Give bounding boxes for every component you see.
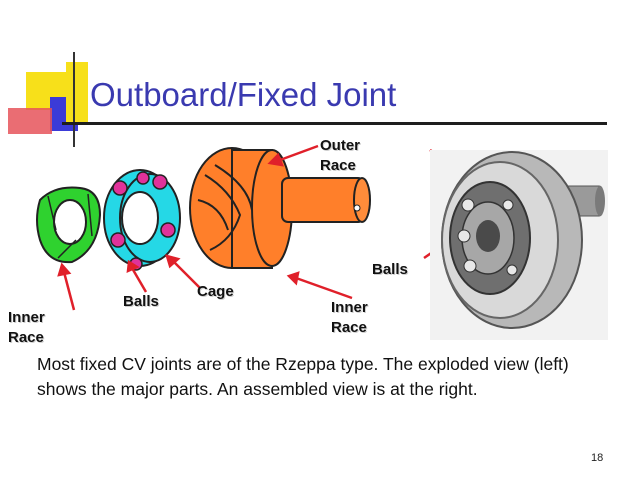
title-underline: [62, 122, 607, 125]
body-text: Most fixed CV joints are of the Rzeppa t…: [37, 354, 569, 399]
label-balls-right: Balls: [372, 261, 408, 278]
label-inner-race-left-line2: Race: [8, 329, 44, 346]
label-inner-race-mid: Inner Race: [331, 298, 368, 338]
label-outer-race-line1: Outer: [320, 137, 361, 154]
label-inner-race-mid-line1: Inner: [331, 299, 368, 316]
page-number: 18: [591, 452, 604, 464]
label-inner-race-mid-line2: Race: [331, 319, 367, 336]
deco-vertical-line: [73, 52, 75, 147]
deco-red-square: [8, 108, 52, 134]
label-balls-left: Balls: [123, 293, 159, 310]
label-outer-race: Outer Race: [320, 136, 360, 176]
label-cage: Cage: [197, 283, 234, 300]
label-inner-race-left-line1: Inner: [8, 309, 45, 326]
label-outer-race-line2: Race: [320, 157, 356, 174]
deco-yellow-bar: [66, 62, 88, 122]
outer-race-part: [189, 147, 371, 269]
cage-part: [103, 169, 181, 271]
inner-race-part: [36, 186, 102, 264]
label-inner-race-left: Inner Race: [8, 308, 45, 348]
slide-title: Outboard/Fixed Joint: [90, 76, 397, 113]
